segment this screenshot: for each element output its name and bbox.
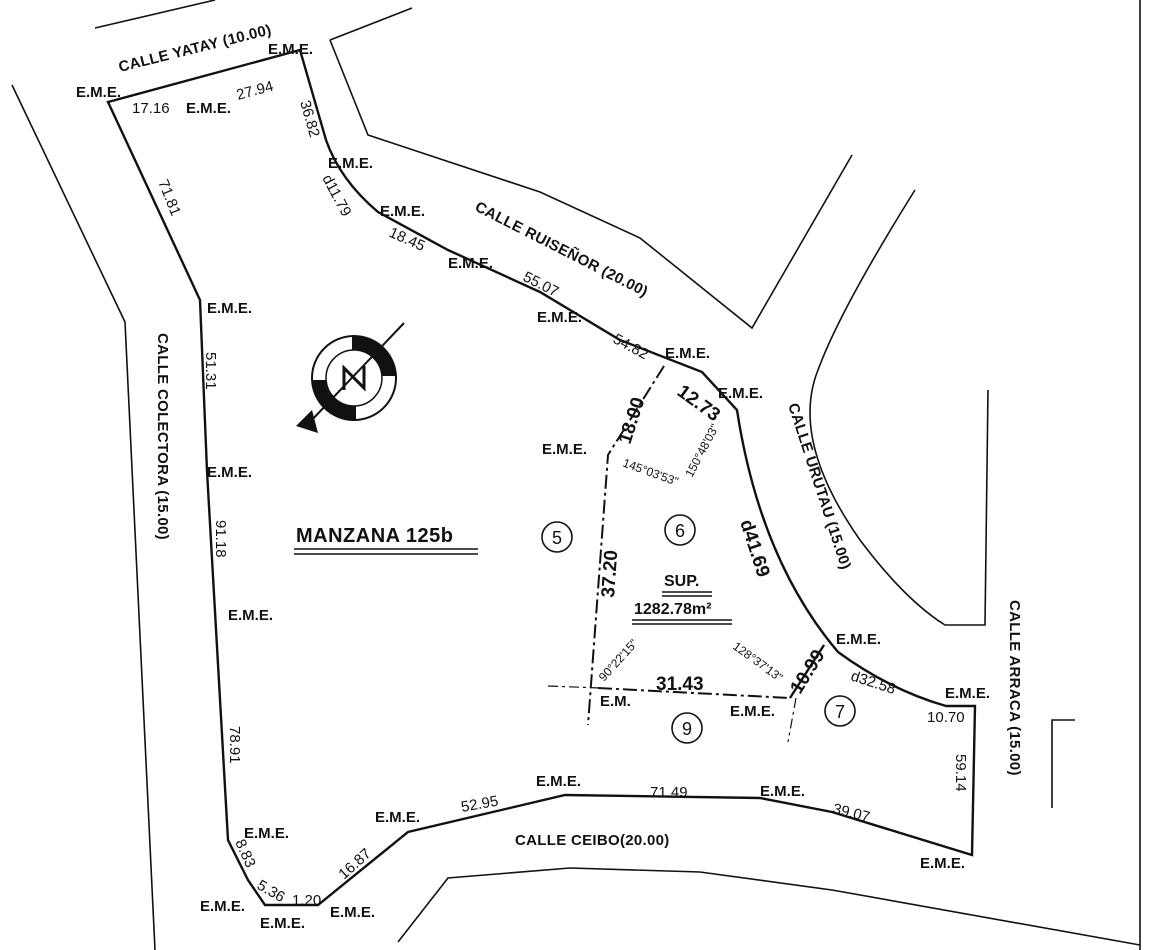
street-edges bbox=[11, 0, 1141, 950]
angle-label: 90°22'15" bbox=[596, 636, 641, 684]
angle-label: 145°03'53" bbox=[621, 456, 680, 489]
dimension-label: 10.70 bbox=[927, 709, 965, 726]
dimension-label: 55.07 bbox=[520, 268, 561, 300]
lot-circle bbox=[824, 695, 856, 727]
eme-marker: E.M.E. bbox=[228, 607, 273, 624]
block-name: MANZANA 125b bbox=[296, 525, 454, 547]
eme-marker: E.M.E. bbox=[718, 385, 763, 402]
eme-marker: E.M.E. bbox=[328, 155, 373, 172]
angle-label: 128°37'13" bbox=[730, 639, 785, 684]
ruisenor-outer-edge bbox=[329, 39, 853, 330]
lot6-south-boundary bbox=[597, 687, 791, 699]
eme-marker: E.M.E. bbox=[448, 255, 493, 272]
urutau-arraca-outer-edge bbox=[809, 189, 989, 626]
lot-line-extension-west bbox=[547, 685, 601, 689]
eme-marker: E.M.E. bbox=[380, 203, 425, 220]
lot6-west-boundary bbox=[587, 365, 665, 726]
eme-marker: E.M.E. bbox=[760, 783, 805, 800]
yatay-edge-top-left bbox=[94, 0, 216, 29]
lot-number: 5 bbox=[552, 528, 562, 548]
dimension-label: 5.36 bbox=[254, 877, 288, 906]
eme-marker: E.M.E. bbox=[260, 915, 305, 932]
block-boundary bbox=[106, 48, 977, 907]
dimension-label: 36.82 bbox=[296, 98, 323, 139]
angle-label: 150°48'03" bbox=[682, 422, 722, 480]
dimension-label: d32.58 bbox=[849, 668, 898, 698]
eme-marker: E.M.E. bbox=[536, 773, 581, 790]
eme-marker: E.M.E. bbox=[268, 41, 313, 58]
lot-number: 9 bbox=[682, 719, 692, 739]
street-name-colectora: CALLE COLECTORA (15.00) bbox=[154, 333, 171, 540]
north-arrow-icon bbox=[296, 322, 405, 433]
eme-marker: E.M.E. bbox=[244, 825, 289, 842]
lot-number: 7 bbox=[835, 702, 845, 722]
street-name-ceibo: CALLE CEIBO(20.00) bbox=[515, 832, 670, 849]
lot9-east-boundary bbox=[787, 697, 797, 743]
street-name-urutau: CALLE URUTAU (15.00) bbox=[784, 401, 854, 572]
lot6-dimension-east: d41.69 bbox=[735, 517, 773, 580]
lot-circle bbox=[664, 514, 696, 546]
eme-marker: E.M.E. bbox=[76, 84, 121, 101]
lot-circle bbox=[671, 712, 703, 744]
dimension-label: 54.82 bbox=[610, 331, 651, 364]
lot-circle bbox=[541, 521, 573, 553]
eme-marker: E.M.E. bbox=[200, 898, 245, 915]
street-name-ruisenor: CALLE RUISEÑOR (20.00) bbox=[472, 198, 651, 301]
yatay-edge-top-right bbox=[329, 7, 413, 41]
lot-numbers: 5 6 7 9 bbox=[541, 514, 856, 744]
surface-value: 1282.78m² bbox=[634, 601, 711, 618]
eme-marker: E.M.E. bbox=[186, 100, 231, 117]
lot6-dimension-south: 31.43 bbox=[656, 674, 704, 695]
surface-label: SUP. bbox=[664, 573, 699, 590]
dimension-label: 27.94 bbox=[235, 78, 276, 104]
dimension-label: d11.79 bbox=[318, 172, 354, 220]
dimension-label: 39.07 bbox=[831, 800, 872, 826]
lot6-dimension-southeast: 10.99 bbox=[786, 646, 829, 697]
dimension-label: 17.16 bbox=[132, 100, 170, 117]
lot6-dimension-northwest: 18.00 bbox=[615, 395, 650, 447]
ceibo-outer-edge bbox=[397, 867, 1141, 946]
eme-marker: E.M.E. bbox=[207, 464, 252, 481]
lot-number: 6 bbox=[675, 521, 685, 541]
eme-marker: E.M.E. bbox=[330, 904, 375, 921]
eme-marker: E.M.E. bbox=[542, 441, 587, 458]
eme-marker: E.M.E. bbox=[375, 809, 420, 826]
lot6-southeast-boundary bbox=[788, 644, 826, 699]
eme-marker: E.M.E. bbox=[920, 855, 965, 872]
eme-marker: E.M.E. bbox=[945, 685, 990, 702]
street-name-arraca: CALLE ARRACA (15.00) bbox=[1006, 600, 1023, 776]
lot6-dimension-west: 37.20 bbox=[598, 549, 622, 598]
eme-marker: E.M.E. bbox=[836, 631, 881, 648]
street-name-yatay: CALLE YATAY (10.00) bbox=[117, 21, 273, 75]
eme-marker: E.M.E. bbox=[665, 345, 710, 362]
dimension-label: 1.20 bbox=[292, 892, 321, 909]
dimension-label: 91.18 bbox=[212, 520, 229, 558]
colectora-outer-edge bbox=[11, 84, 156, 950]
dimension-label: 71.49 bbox=[650, 784, 688, 801]
dimension-label: 59.14 bbox=[952, 754, 969, 792]
arraca-outer-edge bbox=[1051, 719, 1075, 808]
dimension-label: 52.95 bbox=[460, 793, 500, 816]
eme-markers: E.M.E. E.M.E. E.M.E. E.M.E. E.M.E. E.M.E… bbox=[76, 41, 990, 932]
eme-marker: E.M.E. bbox=[730, 703, 775, 720]
em-marker: E.M. bbox=[600, 693, 631, 710]
eme-marker: E.M.E. bbox=[207, 300, 252, 317]
dimension-label: 51.31 bbox=[202, 352, 219, 390]
dimension-label: 78.91 bbox=[226, 726, 243, 764]
eme-marker: E.M.E. bbox=[537, 309, 582, 326]
